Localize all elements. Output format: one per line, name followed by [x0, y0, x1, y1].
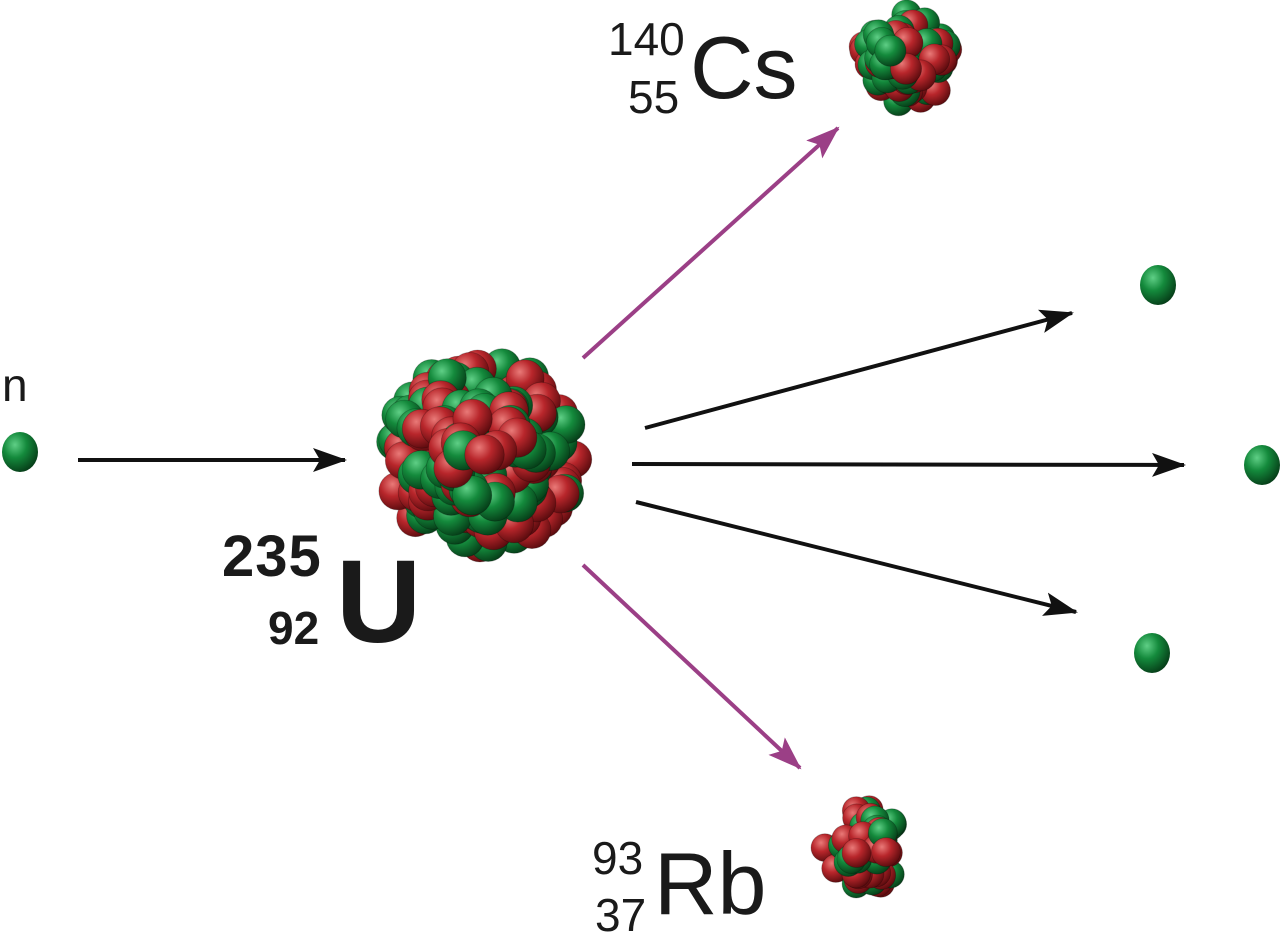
released-neutron-lower — [1134, 633, 1170, 673]
rubidium-symbol: Rb — [654, 834, 767, 933]
cesium-fragment-arrow — [581, 126, 840, 360]
released-neutron-middle — [1244, 445, 1280, 485]
released-neutron-arrow-upper — [644, 309, 1074, 430]
uranium-mass-number: 235 — [222, 524, 322, 589]
incoming-neutron — [2, 432, 38, 472]
free-neutrons — [2, 265, 1280, 673]
neutron-label: n — [2, 359, 28, 411]
released-neutron-arrow-middle — [631, 452, 1186, 477]
cesium-mass-number: 140 — [608, 13, 685, 65]
released-neutron-arrow-lower — [635, 500, 1078, 616]
uranium-atomic-number: 92 — [268, 602, 320, 654]
proton — [841, 838, 872, 868]
cesium-atomic-number: 55 — [628, 71, 680, 123]
rubidium-atomic-number: 37 — [595, 889, 647, 941]
proton — [871, 837, 901, 867]
neutron — [874, 34, 907, 67]
rubidium-93-nucleus — [810, 795, 907, 899]
released-neutron-upper — [1140, 265, 1176, 305]
cesium-symbol: Cs — [690, 18, 798, 117]
uranium-235-nucleus — [376, 348, 593, 563]
proton — [464, 434, 505, 475]
rubidium-mass-number: 93 — [592, 832, 644, 884]
cesium-140-nucleus — [848, 0, 963, 117]
rubidium-fragment-arrow — [581, 563, 802, 770]
arrows — [78, 126, 1186, 770]
uranium-symbol: U — [336, 536, 422, 668]
